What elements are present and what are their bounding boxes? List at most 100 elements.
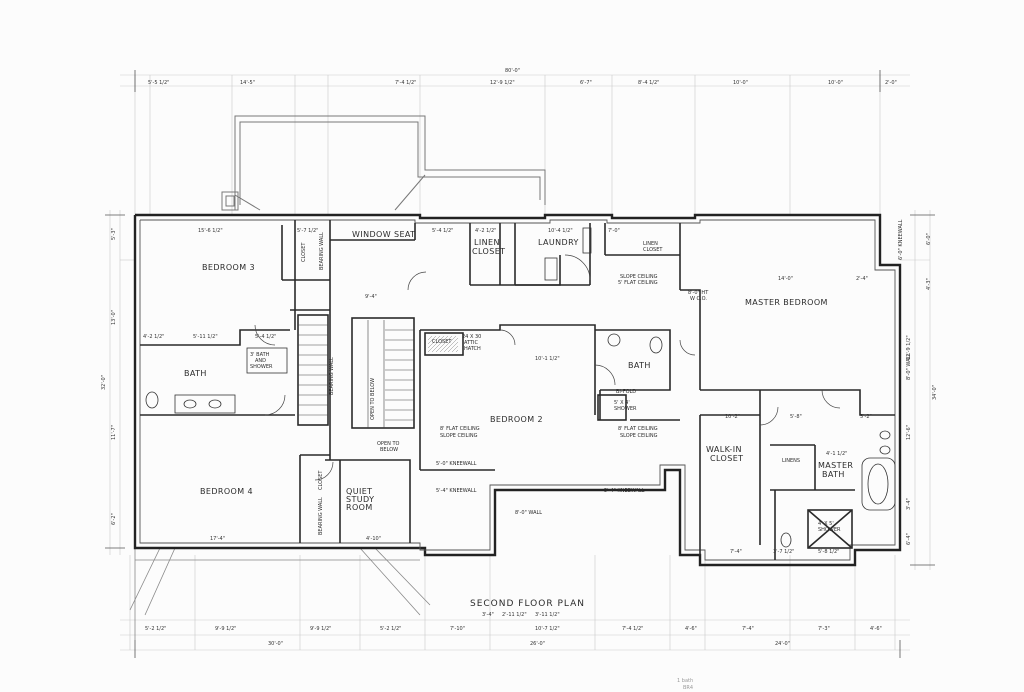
note-shower-mid-2: SHOWER xyxy=(614,406,637,412)
note-flat-ceiling-2: 8' FLAT CEILING xyxy=(618,426,658,432)
room-label-walk-in: WALK-IN xyxy=(706,445,742,454)
bottom-dim-9: 10'-7 1/2" xyxy=(535,626,560,632)
interior-dim: 17'-4" xyxy=(210,536,225,542)
room-label-closet-b3: CLOSET xyxy=(301,242,307,262)
note-attic-hatch: 24 X 30 xyxy=(462,334,481,340)
vanity-left xyxy=(174,394,236,414)
tub-icon xyxy=(861,457,896,511)
overall-bottom-2: 26'-0" xyxy=(530,641,545,647)
note-shower-right: 4' X 5' xyxy=(818,521,834,527)
top-dim-9: 2'-0" xyxy=(885,80,897,86)
sink-icon xyxy=(607,333,621,347)
note-flat-ceiling-top: 5' FLAT CEILING xyxy=(618,280,658,286)
room-label-window-seat: WINDOW SEAT xyxy=(352,230,415,239)
exterior-walls xyxy=(133,213,902,567)
interior-dim: 4'-2 1/2" xyxy=(475,228,496,234)
note-slope-ceiling-2: SLOPE CEILING xyxy=(620,433,658,439)
bottom-dim-8: 3'-11 1/2" xyxy=(535,612,560,618)
pencil-note-2: BR4 xyxy=(683,685,693,691)
construction-lines xyxy=(109,74,931,651)
note-kneewall-2: 5'-4" KNEEWALL xyxy=(436,488,477,494)
right-dim-2: 4'-3" xyxy=(926,278,932,290)
top-dim-7: 10'-0" xyxy=(733,80,748,86)
room-label-bedroom-3: BEDROOM 3 xyxy=(202,263,255,272)
bottom-dim-11: 4'-6" xyxy=(685,626,697,632)
room-label-linen: LINEN xyxy=(474,238,500,247)
bottom-dim-3: 9'-9 1/2" xyxy=(310,626,331,632)
overall-bottom-3: 24'-0" xyxy=(775,641,790,647)
interior-dim: 15'-6 1/2" xyxy=(198,228,223,234)
note-slope-ceiling: SLOPE CEILING xyxy=(440,433,478,439)
sink-icon xyxy=(879,445,891,455)
note-bearing-wall-2: BEARING WALL xyxy=(319,232,325,270)
note-kneewall-3: 5'-4" KNEEWALL xyxy=(604,488,645,494)
note-kneewall-1: 5'-0" KNEEWALL xyxy=(436,461,477,467)
right-dim-3: 12'-9 1/2" xyxy=(906,335,912,360)
bottom-dim-10: 7'-4 1/2" xyxy=(622,626,643,632)
room-label-bath: BATH xyxy=(184,369,207,378)
interior-dim: 5'-11 1/2" xyxy=(193,334,218,340)
note-wall-2: 8'-0" WALL xyxy=(906,353,912,380)
sink-icon xyxy=(879,430,891,440)
interior-dim: 4'-2 1/2" xyxy=(143,334,164,340)
room-label-master-bath: MASTER xyxy=(818,461,853,470)
washer-icon xyxy=(544,257,558,281)
note-bifold: BI-FOLD xyxy=(616,389,636,395)
bottom-dim-2: 9'-9 1/2" xyxy=(215,626,236,632)
room-label-linens: LINENS xyxy=(782,458,800,464)
interior-dim: 10'-2" xyxy=(725,414,740,420)
interior-dim: 7'-0" xyxy=(608,228,620,234)
interior-dim: 2'-4" xyxy=(856,276,868,282)
fixtures xyxy=(145,227,896,548)
left-dim-1: 5'-3" xyxy=(111,228,117,240)
note-bearing-wall-3: BEARING WALL xyxy=(318,497,324,535)
right-dim-5: 12'-6" xyxy=(906,425,912,440)
note-slope-ceiling-top: SLOPE CEILING xyxy=(620,274,658,280)
interior-dim: 7'-4" xyxy=(730,549,742,555)
left-dim-2: 13'-0" xyxy=(111,310,117,325)
bottom-dim-4: 5'-2 1/2" xyxy=(380,626,401,632)
room-label-master-bath-2: BATH xyxy=(822,470,845,479)
note-bath-shower-and: AND xyxy=(255,358,266,364)
sink-icon xyxy=(183,399,197,409)
bottom-dim-7: 2'-11 1/2" xyxy=(502,612,527,618)
note-wco-2: W C.O. xyxy=(690,296,707,302)
right-dim-4: 34'-0" xyxy=(932,385,938,400)
interior-dim: 14'-0" xyxy=(778,276,793,282)
porch-roof-lower xyxy=(129,547,431,640)
dimension-ticks xyxy=(105,70,935,658)
bottom-dim-12: 7'-4" xyxy=(742,626,754,632)
bottom-dim-13: 7'-3" xyxy=(818,626,830,632)
label-below: BELOW xyxy=(380,447,398,453)
note-shower-mid: 5' X 4' xyxy=(614,400,630,406)
note-flat-ceiling: 8' FLAT CEILING xyxy=(440,426,480,432)
top-dim-6: 8'-4 1/2" xyxy=(638,80,659,86)
room-label-laundry: LAUNDRY xyxy=(538,238,579,247)
note-wall-1: 8'-0" WALL xyxy=(515,510,542,516)
right-dim-6: 3'-4" xyxy=(906,498,912,510)
interior-dim: 10'-4 1/2" xyxy=(548,228,573,234)
overall-top-dim: 80'-0" xyxy=(505,68,520,74)
exterior-walls-inner xyxy=(139,219,896,561)
tub-icon xyxy=(246,347,288,374)
bottom-dim-1: 5'-2 1/2" xyxy=(145,626,166,632)
left-dim-3: 32'-0" xyxy=(101,375,107,390)
pencil-note: 1 bath xyxy=(677,678,693,684)
interior-dim: 5'-4 1/2" xyxy=(432,228,453,234)
interior-walls xyxy=(140,220,895,560)
stair-treads xyxy=(298,320,414,428)
toilet-icon xyxy=(649,336,663,354)
note-kneewall-4: 6'-0" KNEEWALL xyxy=(898,219,904,260)
door-swings xyxy=(254,254,841,481)
interior-dim: 9'-4" xyxy=(365,294,377,300)
top-dim-5: 6'-7" xyxy=(580,80,592,86)
interior-dim: 5'-2" xyxy=(860,414,872,420)
note-hatch: HATCH xyxy=(464,346,481,352)
interior-dim: 5'-8" xyxy=(790,414,802,420)
interior-dim: 4'-10" xyxy=(366,536,381,542)
note-bath-shower: 3' BATH xyxy=(250,352,270,358)
top-dim-8: 10'-0" xyxy=(828,80,843,86)
top-dim-2: 14'-5" xyxy=(240,80,255,86)
